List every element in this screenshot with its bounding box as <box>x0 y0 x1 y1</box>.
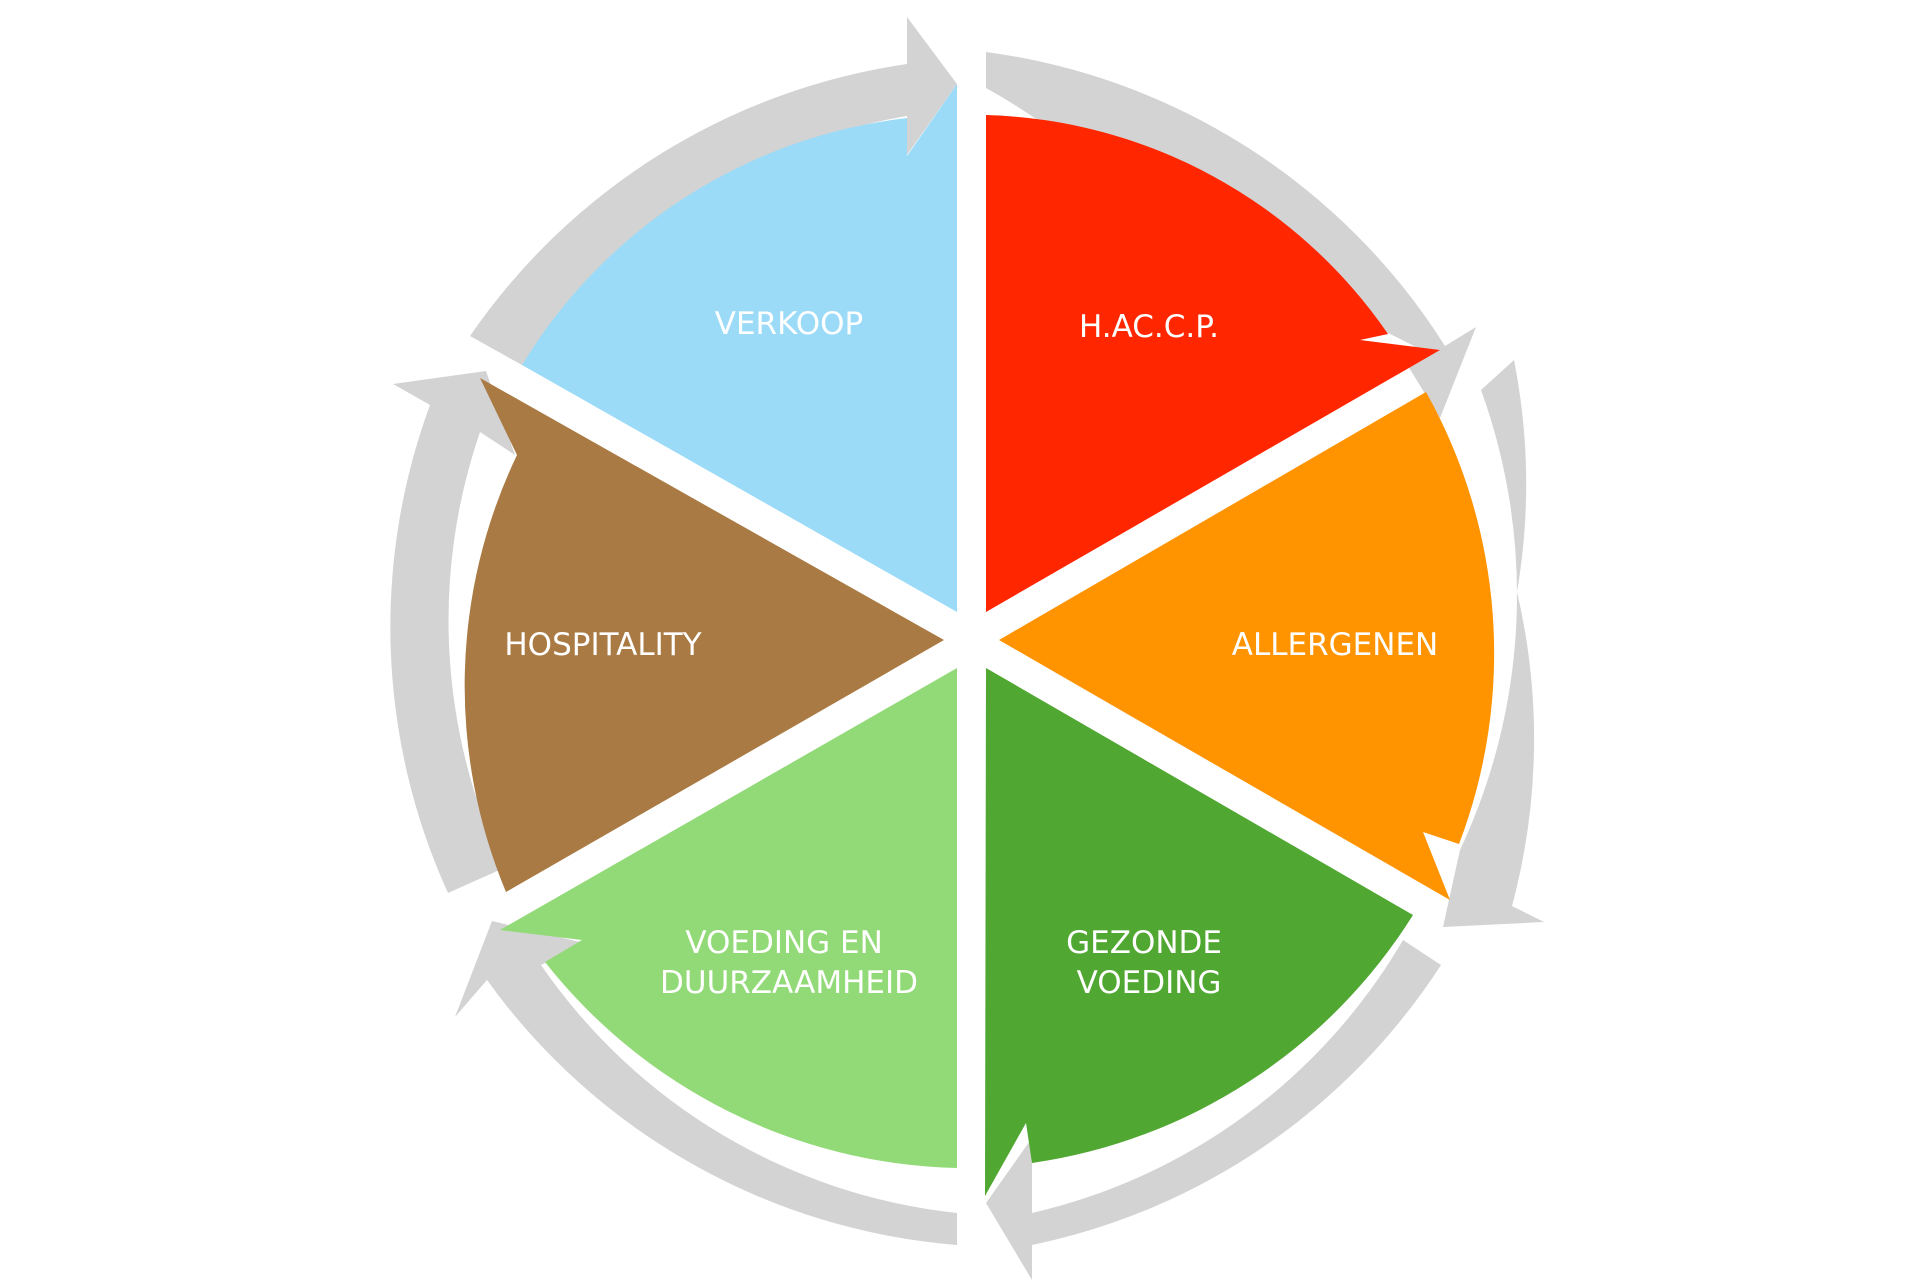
segment-hospitality <box>464 378 944 892</box>
label-haccp-line-1: H.AC.C.P. <box>1079 309 1219 345</box>
segment-verkoop <box>522 84 957 612</box>
label-gezonde-voeding-line-1: GEZONDE <box>1066 925 1222 961</box>
segment-gezonde-voeding <box>985 668 1413 1196</box>
segment-labels: H.AC.C.P. ALLERGENEN GEZONDE VOEDING VOE… <box>504 306 1438 1001</box>
label-allergenen-line-1: ALLERGENEN <box>1232 627 1438 663</box>
label-voeding-en-duurzaamheid-line-1: VOEDING EN <box>685 925 883 961</box>
label-voeding-en-duurzaamheid-line-2: DUURZAAMHEID <box>660 965 918 1001</box>
ring-arrow-3 <box>986 940 1441 1280</box>
label-verkoop: VERKOOP <box>715 306 863 342</box>
ring-arrow-5 <box>390 371 515 893</box>
label-voeding-en-duurzaamheid: VOEDING EN DUURZAAMHEID <box>660 925 918 1001</box>
label-allergenen: ALLERGENEN <box>1232 627 1438 663</box>
wheel-segments <box>464 84 1495 1196</box>
label-hospitality-line-1: HOSPITALITY <box>504 627 701 663</box>
label-gezonde-voeding: GEZONDE VOEDING <box>1066 925 1232 1001</box>
label-haccp: H.AC.C.P. <box>1079 309 1219 345</box>
ring-arrow-4 <box>455 921 957 1245</box>
segment-haccp <box>986 115 1440 612</box>
segment-voeding-en-duurzaamheid <box>500 668 957 1168</box>
ring-arrow-2 <box>1443 360 1544 927</box>
label-hospitality: HOSPITALITY <box>504 627 701 663</box>
label-gezonde-voeding-line-2: VOEDING <box>1077 965 1222 1001</box>
segment-allergenen <box>999 392 1495 900</box>
label-verkoop-line-1: VERKOOP <box>715 306 863 342</box>
